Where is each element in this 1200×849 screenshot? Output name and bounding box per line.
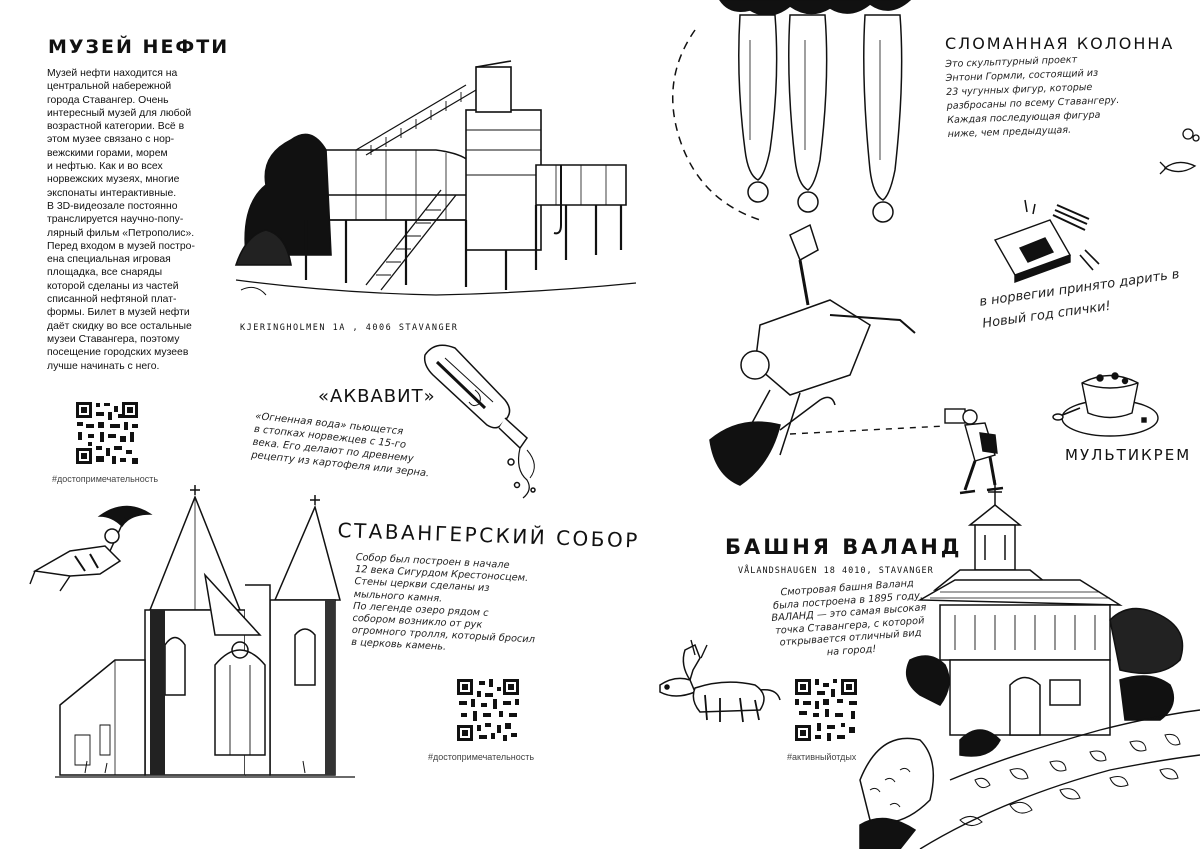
photographer-illustration [944,408,1004,495]
qr-code-icon [74,400,140,466]
broken-column-title: СЛОМАННАЯ КОЛОННА [945,34,1175,53]
oil-museum-illustration [234,60,637,296]
broken-column-figures-illustration [671,0,912,223]
fish-illustration [1159,128,1200,175]
matches-box-illustration [993,199,1100,283]
multikrem-dessert-illustration [1052,372,1159,437]
hashtag-label: #активныйотдых [787,752,857,762]
umbrella-man-illustration [709,223,916,486]
oil-museum-address: KJERINGHOLMEN 1A , 4006 STAVANGER [240,323,459,333]
multikrem-title: МУЛЬТИКРЕМ [1065,446,1192,464]
oil-museum-title: МУЗЕЙ НЕФТИ [48,36,230,58]
cathedral-text: Собор был построен в начале 12 века Сигу… [350,552,536,654]
hashtag-label: #достопримечательность [52,474,159,484]
akvavit-bottle-illustration [423,344,536,499]
hashtag-label: #достопримечательность [428,752,535,762]
oil-museum-text: Музей нефти находится на центральной наб… [47,68,195,372]
qr-code-icon [455,677,521,743]
valand-address: VÅLANDSHAUGEN 18 4010, STAVANGER [738,566,934,576]
cathedral-illustration [55,485,355,778]
umbrella-man-illustration [29,505,153,592]
valand-tower-illustration [859,480,1200,849]
akvavit-title: «АКВАВИТ» [318,386,436,407]
cathedral-title: СТАВАНГЕРСКИЙ СОБОР [337,518,641,553]
broken-column-text: Это скульптурный проект Энтони Гормли, с… [945,54,1120,140]
dashed-connector [789,425,946,435]
qr-code-icon [793,677,859,743]
dog-illustration [659,639,781,723]
valand-title: БАШНЯ ВАЛАНД [725,535,963,559]
